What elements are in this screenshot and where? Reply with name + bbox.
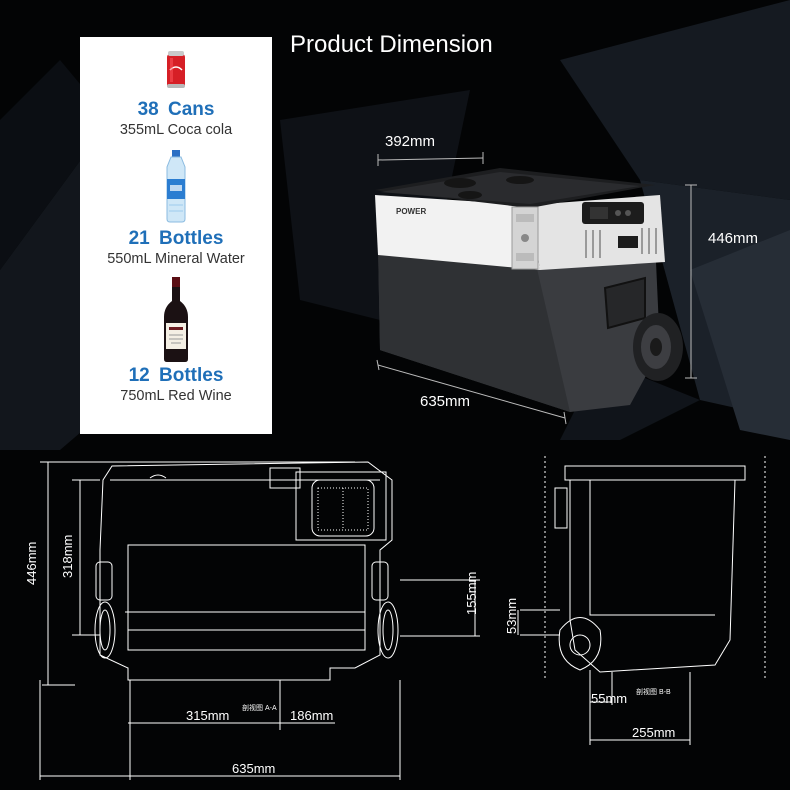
capacity-description: 750mL Red Wine <box>120 388 232 404</box>
drawing-height-small: 53mm <box>504 598 519 634</box>
capacity-quantity: 21 Bottles <box>128 228 224 249</box>
drawing-width-total: 635mm <box>232 761 275 776</box>
drawing-width-b: 186mm <box>290 708 333 723</box>
capacity-item-wine: 12 Bottles 750mL Red Wine <box>80 277 272 405</box>
drawing-height-inner: 155mm <box>464 572 479 615</box>
page-title: Product Dimension <box>290 31 493 58</box>
width-dimension-label: 392mm <box>385 133 436 150</box>
capacity-item-water: 21 Bottles 550mL Mineral Water <box>80 149 272 268</box>
technical-drawing: 446mm 318mm 155mm 315mm 186mm 635mm 剖视图 … <box>24 456 766 780</box>
capacity-quantity: 38 Cans <box>137 99 215 120</box>
soda-can-icon <box>167 51 185 88</box>
capacity-description: 550mL Mineral Water <box>107 251 245 267</box>
capacity-item-cans: 38 Cans 355mL Coca cola <box>80 50 272 139</box>
drawing-width-small: 55mm <box>591 691 627 706</box>
wine-bottle-icon <box>164 277 188 362</box>
drawing-height-body: 318mm <box>60 535 75 578</box>
water-bottle-icon <box>166 150 186 223</box>
height-dimension-label: 446mm <box>708 230 759 247</box>
capacity-card: 38 Cans 355mL Coca cola 21 Bottles 550mL… <box>80 37 272 434</box>
drawing-width-a: 315mm <box>186 708 229 723</box>
section-note-b: 剖视图 B-B <box>636 687 671 696</box>
capacity-description: 355mL Coca cola <box>119 122 233 138</box>
drawing-height-total: 446mm <box>24 542 39 585</box>
brand-logo: POWER <box>396 207 426 216</box>
fridge-product-image: POWER <box>375 168 683 412</box>
capacity-quantity: 12 Bottles <box>128 365 224 386</box>
drawing-width-base: 255mm <box>632 725 675 740</box>
section-note-a: 剖视图 A-A <box>242 703 277 712</box>
